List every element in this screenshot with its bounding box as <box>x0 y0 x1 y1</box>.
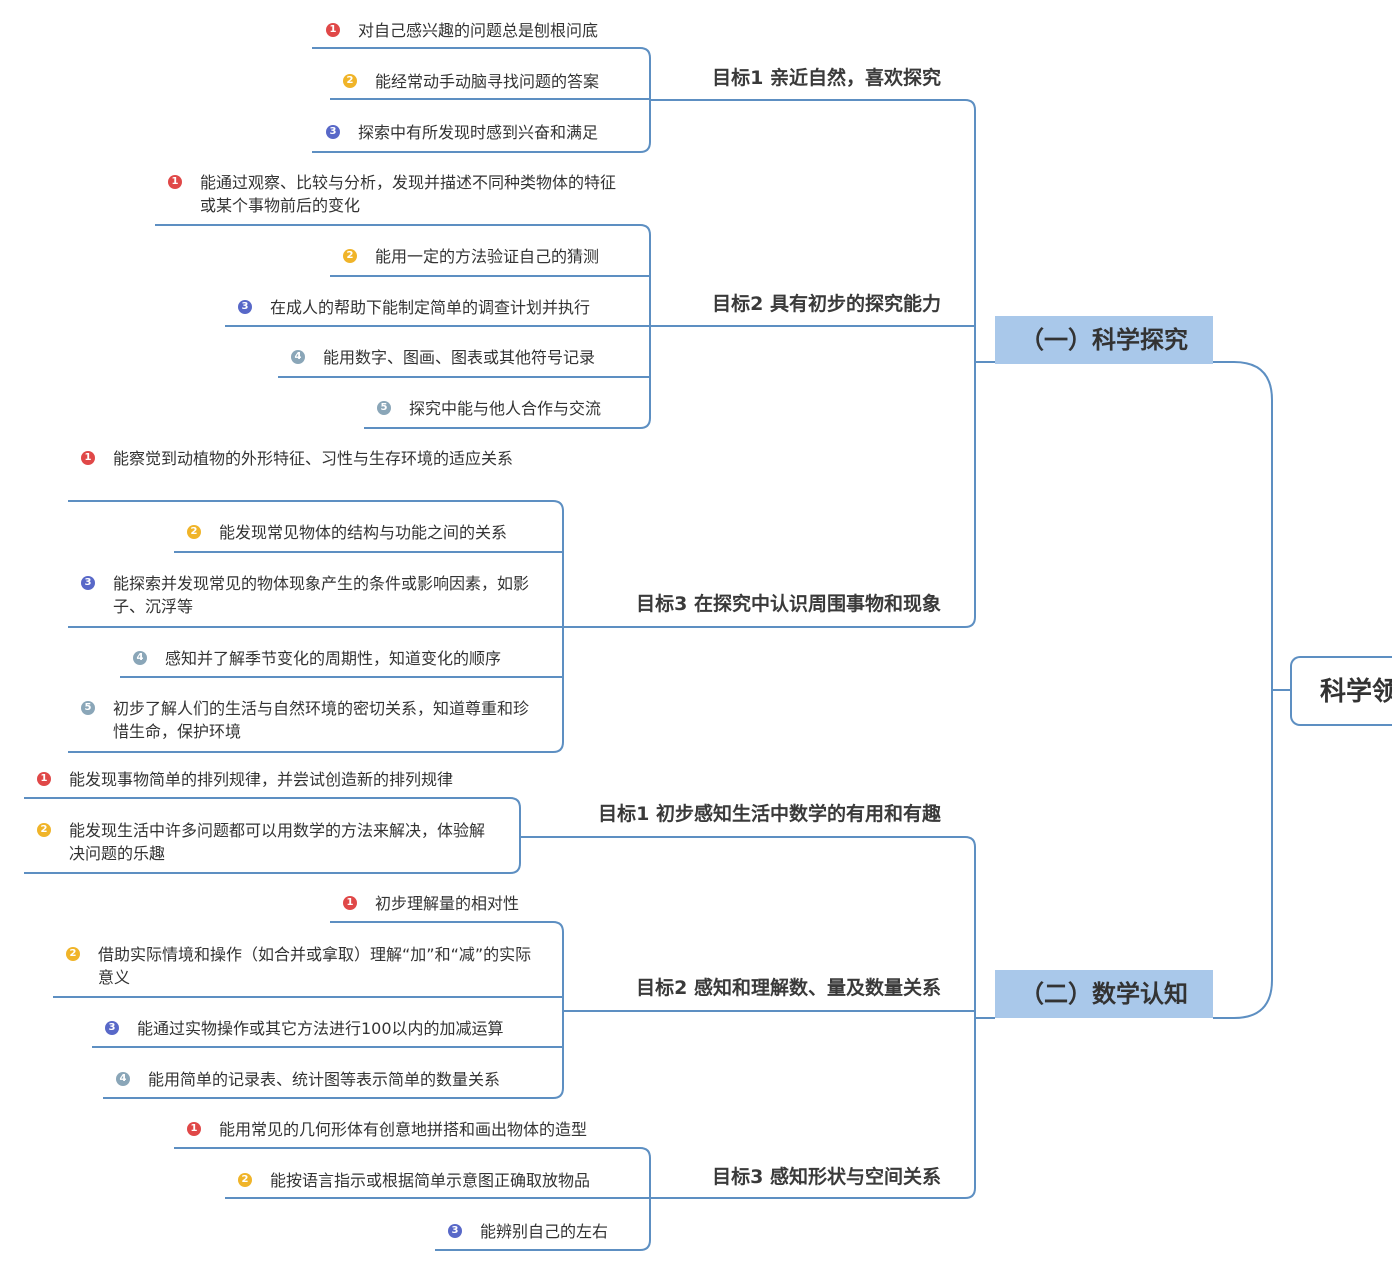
item-text: 能发现事物简单的排列规律，并尝试创造新的排列规律 <box>69 770 454 789</box>
item-text: 在成人的帮助下能制定简单的调查计划并执行 <box>270 298 591 317</box>
list-item[interactable]: 1 能用常见的几何形体有创意地拼搭和画出物体的造型 <box>187 1118 628 1141</box>
list-item[interactable]: 2 能发现常见物体的结构与功能之间的关系 <box>187 521 541 544</box>
item-text: 能用简单的记录表、统计图等表示简单的数量关系 <box>148 1070 501 1089</box>
number-2-icon: 2 <box>343 74 357 88</box>
list-item[interactable]: 1 对自己感兴趣的问题总是刨根问底 <box>326 19 626 42</box>
category-science-inquiry[interactable]: （一）科学探究 <box>995 316 1213 364</box>
item-text: 能用一定的方法验证自己的猜测 <box>375 247 600 266</box>
number-3-icon: 3 <box>448 1224 462 1238</box>
goal-science-1[interactable]: 目标1 亲近自然，喜欢探究 <box>712 67 941 89</box>
list-item[interactable]: 1 初步理解量的相对性 <box>343 892 541 915</box>
number-3-icon: 3 <box>326 125 340 139</box>
item-text: 借助实际情境和操作（如合并或拿取）理解“加”和“减”的实际意义 <box>98 945 532 987</box>
list-item[interactable]: 3 探索中有所发现时感到兴奋和满足 <box>326 121 626 144</box>
number-1-icon: 1 <box>37 772 51 786</box>
item-text: 能用常见的几何形体有创意地拼搭和画出物体的造型 <box>219 1120 588 1139</box>
item-text: 能按语言指示或根据简单示意图正确取放物品 <box>270 1171 591 1190</box>
item-text: 能探索并发现常见的物体现象产生的条件或影响因素，如影子、沉浮等 <box>113 574 530 616</box>
item-text: 初步理解量的相对性 <box>375 894 520 913</box>
number-4-icon: 4 <box>116 1072 130 1086</box>
number-2-icon: 2 <box>343 249 357 263</box>
list-item[interactable]: 2 能按语言指示或根据简单示意图正确取放物品 <box>238 1169 628 1192</box>
number-2-icon: 2 <box>66 947 80 961</box>
list-item[interactable]: 5 初步了解人们的生活与自然环境的密切关系，知道尊重和珍惜生命，保护环境 <box>81 697 541 743</box>
item-text: 能发现常见物体的结构与功能之间的关系 <box>219 523 508 542</box>
item-text: 能察觉到动植物的外形特征、习性与生存环境的适应关系 <box>113 449 514 468</box>
item-text: 能通过实物操作或其它方法进行100以内的加减运算 <box>137 1019 504 1038</box>
number-2-icon: 2 <box>37 823 51 837</box>
goal-science-2[interactable]: 目标2 具有初步的探究能力 <box>712 293 941 315</box>
number-2-icon: 2 <box>238 1173 252 1187</box>
list-item[interactable]: 3 能探索并发现常见的物体现象产生的条件或影响因素，如影子、沉浮等 <box>81 572 541 618</box>
item-text: 感知并了解季节变化的周期性，知道变化的顺序 <box>165 649 502 668</box>
list-item[interactable]: 1 能通过观察、比较与分析，发现并描述不同种类物体的特征或某个事物前后的变化 <box>168 171 628 217</box>
item-text: 初步了解人们的生活与自然环境的密切关系，知道尊重和珍惜生命，保护环境 <box>113 699 530 741</box>
list-item[interactable]: 4 能用简单的记录表、统计图等表示简单的数量关系 <box>116 1068 541 1091</box>
item-text: 对自己感兴趣的问题总是刨根问底 <box>358 21 599 40</box>
item-text: 能经常动手动脑寻找问题的答案 <box>375 72 600 91</box>
item-text: 能用数字、图画、图表或其他符号记录 <box>323 348 596 367</box>
number-1-icon: 1 <box>343 896 357 910</box>
list-item[interactable]: 5 探究中能与他人合作与交流 <box>377 397 628 420</box>
goal-math-3[interactable]: 目标3 感知形状与空间关系 <box>712 1166 941 1188</box>
list-item[interactable]: 3 在成人的帮助下能制定简单的调查计划并执行 <box>238 296 628 319</box>
root-node[interactable]: 科学领 <box>1290 656 1392 726</box>
category-math-cognition[interactable]: （二）数学认知 <box>995 970 1213 1018</box>
item-text: 能通过观察、比较与分析，发现并描述不同种类物体的特征或某个事物前后的变化 <box>200 173 617 215</box>
number-1-icon: 1 <box>168 175 182 189</box>
number-4-icon: 4 <box>291 350 305 364</box>
list-item[interactable]: 2 能经常动手动脑寻找问题的答案 <box>343 70 626 93</box>
number-1-icon: 1 <box>81 451 95 465</box>
list-item[interactable]: 3 能辨别自己的左右 <box>448 1220 628 1243</box>
number-2-icon: 2 <box>187 525 201 539</box>
item-text: 探究中能与他人合作与交流 <box>409 399 602 418</box>
list-item[interactable]: 4 感知并了解季节变化的周期性，知道变化的顺序 <box>133 647 541 670</box>
number-3-icon: 3 <box>105 1021 119 1035</box>
list-item[interactable]: 2 能发现生活中许多问题都可以用数学的方法来解决，体验解决问题的乐趣 <box>37 819 497 865</box>
list-item[interactable]: 1 能发现事物简单的排列规律，并尝试创造新的排列规律 <box>37 768 497 791</box>
item-text: 探索中有所发现时感到兴奋和满足 <box>358 123 599 142</box>
number-4-icon: 4 <box>133 651 147 665</box>
list-item[interactable]: 3 能通过实物操作或其它方法进行100以内的加减运算 <box>105 1017 541 1040</box>
item-text: 能辨别自己的左右 <box>480 1222 609 1241</box>
list-item[interactable]: 2 借助实际情境和操作（如合并或拿取）理解“加”和“减”的实际意义 <box>66 943 541 989</box>
number-1-icon: 1 <box>326 23 340 37</box>
number-1-icon: 1 <box>187 1122 201 1136</box>
item-text: 能发现生活中许多问题都可以用数学的方法来解决，体验解决问题的乐趣 <box>69 821 486 863</box>
goal-math-1[interactable]: 目标1 初步感知生活中数学的有用和有趣 <box>598 803 941 825</box>
goal-science-3[interactable]: 目标3 在探究中认识周围事物和现象 <box>636 593 941 615</box>
number-5-icon: 5 <box>81 701 95 715</box>
list-item[interactable]: 4 能用数字、图画、图表或其他符号记录 <box>291 346 628 369</box>
number-3-icon: 3 <box>238 300 252 314</box>
list-item[interactable]: 1 能察觉到动植物的外形特征、习性与生存环境的适应关系 <box>81 447 541 470</box>
goal-math-2[interactable]: 目标2 感知和理解数、量及数量关系 <box>636 977 941 999</box>
list-item[interactable]: 2 能用一定的方法验证自己的猜测 <box>343 245 626 268</box>
number-5-icon: 5 <box>377 401 391 415</box>
number-3-icon: 3 <box>81 576 95 590</box>
